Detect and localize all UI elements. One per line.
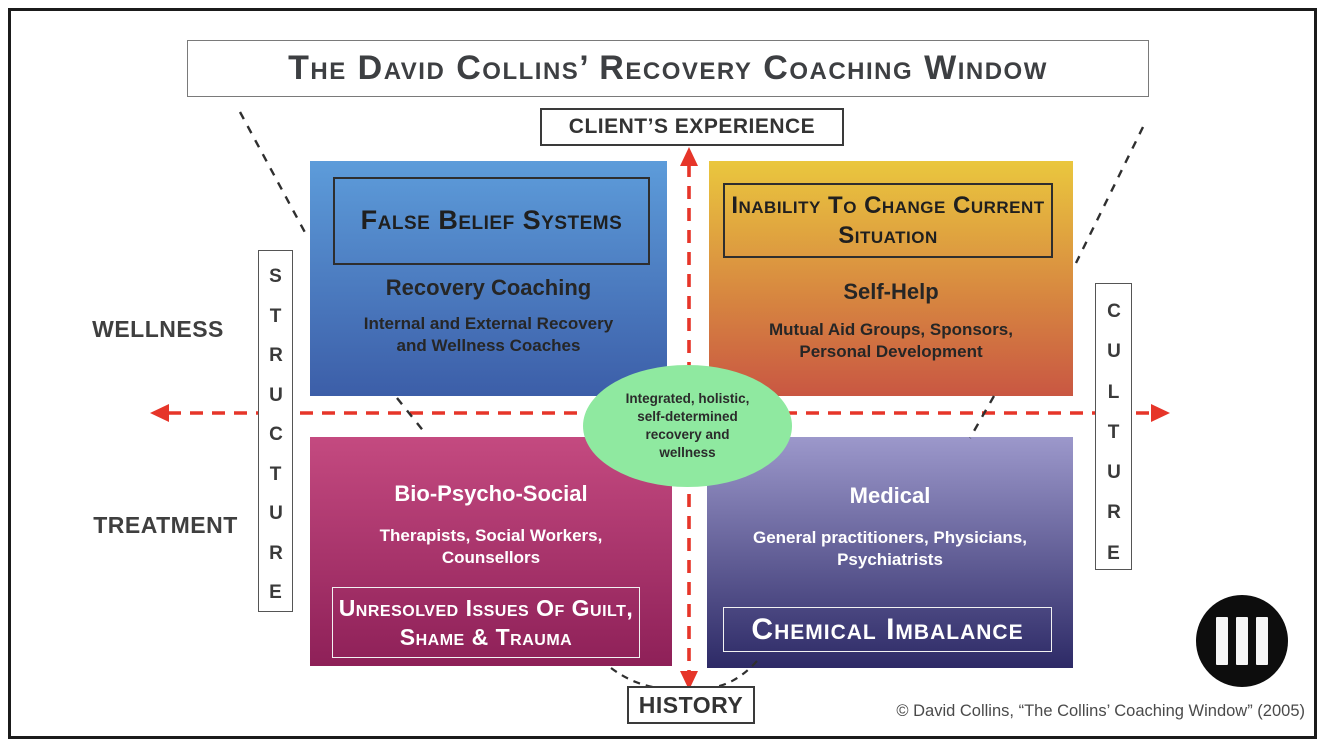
quadrant-bottom-left: Bio-Psycho-Social Therapists, Social Wor… xyxy=(310,437,672,666)
inability-to-change-box: Inability To Change Current Situation xyxy=(723,183,1053,258)
culture-label: CULTURE xyxy=(1107,301,1121,564)
logo-bar xyxy=(1216,617,1228,665)
history-right-dashed-curve xyxy=(693,660,758,689)
clients-experience-label: CLIENT’S EXPERIENCE xyxy=(568,115,816,138)
integrated-recovery-text: Integrated, holistic, self-determined re… xyxy=(625,390,750,461)
mid-right-diagonal-dashed-line xyxy=(968,395,996,439)
medical-description: General practitioners, Physicians, Psych… xyxy=(752,528,1027,570)
structure-label: STRUCTURE xyxy=(269,266,283,604)
chemical-imbalance-box: Chemical Imbalance xyxy=(723,607,1052,652)
false-belief-systems-box: False Belief Systems xyxy=(333,177,650,265)
diagram-title-box: The David Collins’ Recovery Coaching Win… xyxy=(187,40,1149,97)
inability-to-change-heading: Inability To Change Current Situation xyxy=(731,191,1045,249)
copyright-text: © David Collins, “The Collins’ Coaching … xyxy=(896,702,1305,720)
recovery-coaching-subtitle: Recovery Coaching xyxy=(385,275,592,300)
outer-border xyxy=(8,8,1317,739)
quadrant-top-left: False Belief Systems Recovery Coaching I… xyxy=(310,161,667,396)
wellness-label: WELLNESS xyxy=(92,316,224,342)
history-label: HISTORY xyxy=(638,691,744,718)
left-arrowhead xyxy=(150,404,169,422)
top-right-diagonal-dashed-line xyxy=(1074,126,1145,264)
medical-subtitle: Medical xyxy=(849,483,931,508)
down-arrowhead xyxy=(680,671,698,690)
quadrant-bottom-right: Medical General practitioners, Physician… xyxy=(707,437,1073,668)
up-arrowhead xyxy=(680,147,698,166)
recovery-coaching-description: Internal and External Recovery and Welln… xyxy=(363,314,614,356)
top-left-diagonal-dashed-line xyxy=(238,111,310,239)
mid-left-diagonal-dashed-line xyxy=(396,397,426,434)
integrated-recovery-ellipse: Integrated, holistic, self-determined re… xyxy=(583,365,792,487)
structure-axis-box: STRUCTURE xyxy=(258,250,293,612)
false-belief-systems-heading: False Belief Systems xyxy=(360,205,623,236)
right-arrowhead xyxy=(1151,404,1170,422)
chemical-imbalance-heading: Chemical Imbalance xyxy=(751,612,1024,646)
bio-psycho-social-description: Therapists, Social Workers, Counsellors xyxy=(379,526,603,568)
clients-experience-box: CLIENT’S EXPERIENCE xyxy=(540,108,844,146)
logo-bar xyxy=(1256,617,1268,665)
bio-psycho-social-subtitle: Bio-Psycho-Social xyxy=(394,481,588,506)
culture-axis-box: CULTURE xyxy=(1095,283,1132,570)
history-box: HISTORY xyxy=(627,686,755,724)
treatment-label: TREATMENT xyxy=(93,512,238,538)
logo-bar xyxy=(1236,617,1248,665)
self-help-subtitle: Self-Help xyxy=(843,279,939,304)
unresolved-issues-heading: Unresolved Issues Of Guilt, Shame & Trau… xyxy=(338,594,634,650)
self-help-description: Mutual Aid Groups, Sponsors, Personal De… xyxy=(769,320,1013,362)
unresolved-issues-box: Unresolved Issues Of Guilt, Shame & Trau… xyxy=(332,587,640,658)
quadrant-top-right: Inability To Change Current Situation Se… xyxy=(709,161,1073,396)
diagram-title: The David Collins’ Recovery Coaching Win… xyxy=(288,49,1048,87)
three-bars-logo-icon xyxy=(1196,595,1288,687)
